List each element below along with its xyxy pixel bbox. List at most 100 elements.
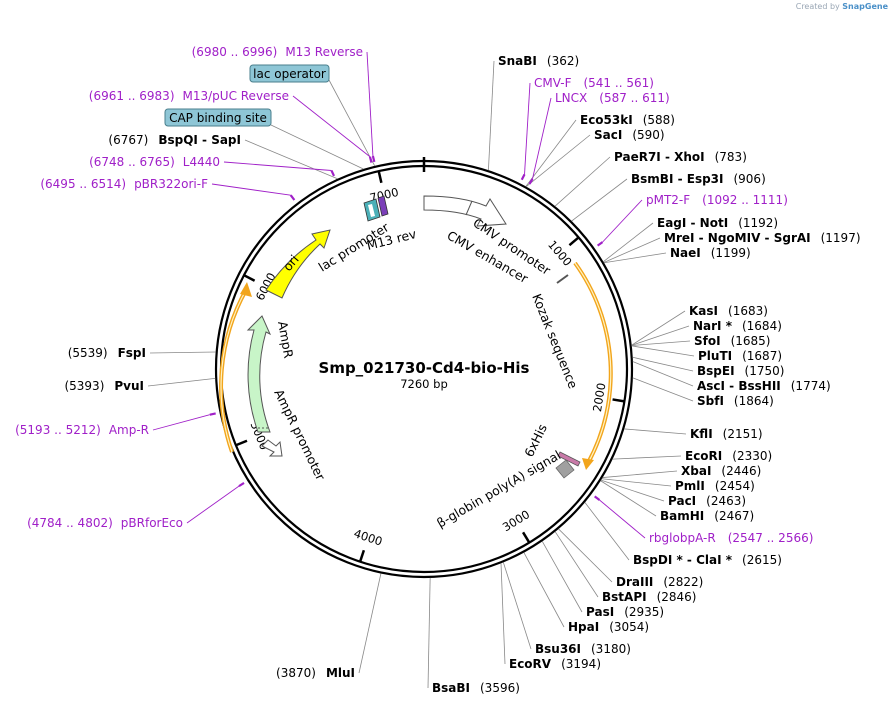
site-label-3[interactable]: PaeR7I - XhoI(783) — [614, 150, 747, 164]
primer-arrow-1 — [368, 156, 373, 163]
site-position: (2615) — [742, 553, 782, 567]
site-label-23[interactable]: BstAPI(2846) — [602, 590, 696, 604]
primer-range: (6748 .. 6765) — [89, 155, 175, 169]
primer-label-4[interactable]: CMV-F(541 .. 561) — [534, 76, 654, 90]
lac-operator-marker — [368, 204, 375, 217]
site-label-13[interactable]: AscI - BssHII (1774) — [697, 379, 831, 393]
orf-arc-left-core — [220, 289, 247, 453]
bglobin-polya-box[interactable] — [555, 459, 575, 479]
site-leader-14 — [632, 377, 694, 402]
primer-leader-9 — [186, 485, 240, 524]
primer-leader-3 — [211, 183, 291, 196]
site-label-10[interactable]: SfoI(1685) — [694, 334, 770, 348]
site-position: (3054) — [609, 620, 649, 634]
site-position: (1774) — [791, 379, 831, 393]
site-position: (590) — [632, 128, 664, 142]
orf-arc-right-core — [574, 262, 612, 464]
cap-site-box[interactable] — [164, 108, 272, 127]
site-leader-29 — [358, 573, 382, 674]
site-label-7[interactable]: NaeI(1199) — [670, 246, 751, 260]
site-label-21[interactable]: BspDI * - ClaI *(2615) — [633, 553, 782, 567]
site-position: (362) — [547, 54, 579, 68]
kozak-label: Kozak sequence — [529, 292, 581, 391]
cmv-promoter-arrow[interactable] — [423, 195, 507, 227]
ori-arrow[interactable] — [265, 229, 331, 299]
site-label-11[interactable]: PluTI(1687) — [698, 349, 782, 363]
site-label-15[interactable]: KflI(2151) — [690, 427, 763, 441]
snapgene-logo: SnapGene — [842, 2, 888, 11]
site-label-0[interactable]: SnaBI(362) — [498, 54, 579, 68]
primer-label-9[interactable]: (4784 .. 4802) pBRforEco — [27, 516, 183, 530]
site-label-1[interactable]: Eco53kI(588) — [580, 113, 675, 127]
site-position: (6767) — [108, 133, 148, 147]
ampr-promoter-arrow[interactable] — [261, 439, 283, 457]
site-position: (2846) — [657, 590, 697, 604]
site-name: AscI - BssHII — [697, 379, 781, 393]
site-position: (2822) — [663, 575, 703, 589]
site-label-29[interactable]: (3870)MluI — [276, 666, 355, 680]
primer-range: (4784 .. 4802) — [27, 516, 113, 530]
primer-range: (6495 .. 6514) — [40, 177, 126, 191]
site-label-5[interactable]: EagI - NotI(1192) — [657, 216, 778, 230]
site-label-2[interactable]: SacI (590) — [594, 128, 665, 142]
site-label-16[interactable]: EcoRI(2330) — [685, 449, 772, 463]
site-position: (1192) — [738, 216, 778, 230]
primer-label-7[interactable]: rbglobpA-R(2547 .. 2566) — [649, 531, 813, 545]
site-label-19[interactable]: PacI(2463) — [668, 494, 746, 508]
site-label-22[interactable]: DraIII(2822) — [616, 575, 703, 589]
site-label-17[interactable]: XbaI(2446) — [681, 464, 761, 478]
site-label-28[interactable]: BsaBI(3596) — [432, 681, 520, 695]
site-leader-18 — [601, 478, 672, 487]
primer-name: pBRforEco — [121, 516, 183, 530]
tick-label-2000: 2000 — [590, 382, 608, 413]
site-label-9[interactable]: NarI *(1684) — [693, 319, 782, 333]
ampr-arrow[interactable] — [246, 315, 272, 433]
site-leader-28 — [427, 577, 431, 689]
site-position: (2467) — [714, 509, 754, 523]
site-label-27[interactable]: EcoRV(3194) — [509, 657, 601, 671]
site-label-32[interactable]: (6767)BspQI - SapI — [108, 133, 241, 147]
site-name: KflI — [690, 427, 713, 441]
site-leader-6 — [603, 237, 661, 263]
primer-name: pMT2-F — [646, 193, 690, 207]
primer-label-3[interactable]: (6495 .. 6514)pBR322ori-F — [40, 177, 208, 191]
primer-name: CMV-F — [534, 76, 572, 90]
site-label-31[interactable]: (5539)FspI — [68, 346, 146, 360]
site-name: BsmBI - Esp3I — [631, 172, 723, 186]
site-label-26[interactable]: Bsu36I(3180) — [535, 642, 631, 656]
site-label-24[interactable]: PasI(2935) — [586, 605, 664, 619]
site-leader-9 — [631, 325, 690, 346]
site-label-8[interactable]: KasI(1683) — [689, 304, 768, 318]
site-position: (1684) — [742, 319, 782, 333]
feature-arcs — [219, 195, 613, 479]
lac-operator-box[interactable] — [249, 64, 330, 83]
site-label-14[interactable]: SbfI(1864) — [697, 394, 774, 408]
site-label-25[interactable]: HpaI(3054) — [568, 620, 649, 634]
sixhis-marker[interactable] — [557, 451, 581, 467]
site-position: (5393) — [64, 379, 104, 393]
primer-range: (2547 .. 2566) — [728, 531, 814, 545]
primer-label-6[interactable]: pMT2-F(1092 .. 1111) — [646, 193, 788, 207]
site-leader-5 — [603, 222, 654, 263]
primer-label-1[interactable]: (6961 .. 6983)M13/pUC Reverse — [89, 89, 289, 103]
boxed-leader-0 — [328, 79, 376, 167]
primer-leader-0 — [366, 51, 374, 157]
primer-label-0[interactable]: (6980 .. 6996)M13 Reverse — [192, 45, 363, 59]
site-leader-12 — [632, 356, 694, 372]
plasmid-size: 7260 bp — [400, 377, 448, 391]
m13rev-marker[interactable] — [377, 195, 389, 217]
primer-range: (6961 .. 6983) — [89, 89, 175, 103]
site-name: SacI — [594, 128, 622, 142]
site-label-12[interactable]: BspEI(1750) — [697, 364, 784, 378]
site-label-30[interactable]: (5393)PvuI — [64, 379, 144, 393]
site-label-20[interactable]: BamHI(2467) — [660, 509, 754, 523]
primer-range: (587 .. 611) — [599, 91, 669, 105]
primer-leader-7 — [599, 499, 646, 539]
primer-label-5[interactable]: LNCX(587 .. 611) — [555, 91, 670, 105]
site-label-18[interactable]: PmlI(2454) — [675, 479, 755, 493]
site-name: BspEI — [697, 364, 735, 378]
primer-label-8[interactable]: (5193 .. 5212)Amp-R — [15, 423, 149, 437]
site-label-6[interactable]: MreI - NgoMIV - SgrAI(1197) — [664, 231, 861, 245]
primer-label-2[interactable]: (6748 .. 6765)L4440 — [89, 155, 220, 169]
site-label-4[interactable]: BsmBI - Esp3I(906) — [631, 172, 766, 186]
